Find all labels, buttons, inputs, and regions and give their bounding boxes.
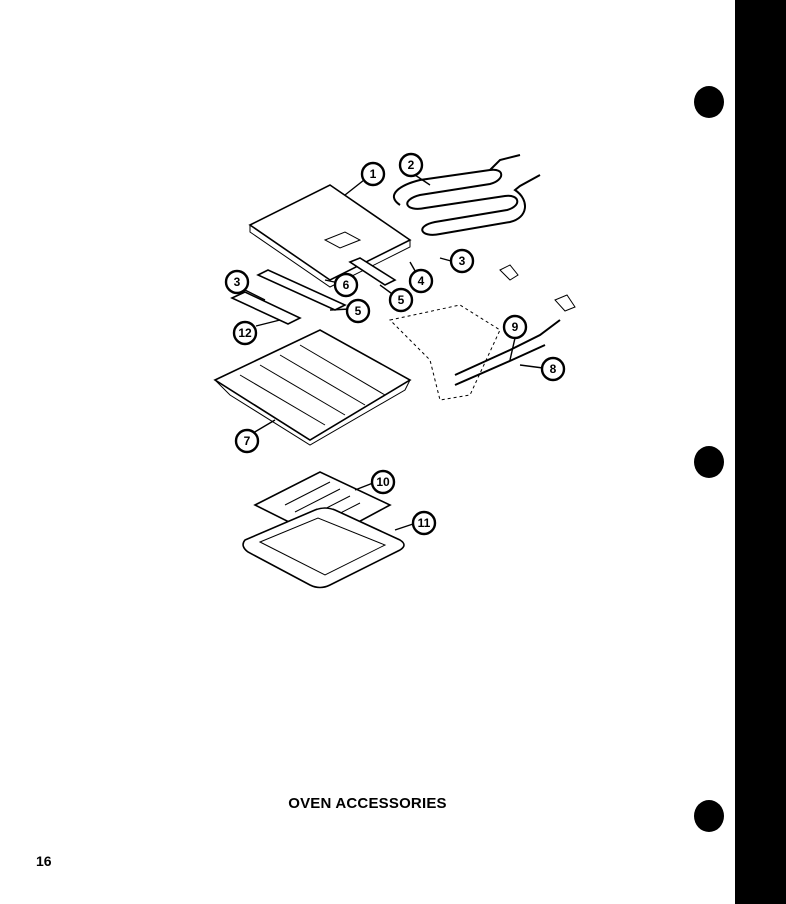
svg-text:2: 2 [408, 158, 415, 172]
callout-8: 8 [540, 356, 566, 382]
part-broiler-pan [242, 507, 405, 589]
svg-text:11: 11 [418, 516, 431, 530]
diagram-caption: OVEN ACCESSORIES [288, 795, 447, 812]
svg-text:3: 3 [234, 275, 241, 289]
exploded-parts-diagram: 1 2 3 3 4 5 5 6 7 8 9 10 11 12 [213, 152, 576, 589]
callout-5: 5 [388, 287, 414, 313]
punch-hole-middle [694, 446, 724, 478]
callout-6: 6 [333, 272, 359, 298]
callout-3: 3 [224, 269, 250, 295]
svg-text:6: 6 [343, 278, 350, 292]
svg-text:8: 8 [550, 362, 557, 376]
callout-9: 9 [502, 314, 528, 340]
leader-lines [244, 174, 544, 531]
binding-strip [735, 0, 786, 904]
callout-3: 3 [449, 248, 475, 274]
callout-12: 12 [232, 320, 258, 346]
callout-4: 4 [408, 268, 434, 294]
svg-text:7: 7 [244, 434, 251, 448]
svg-text:5: 5 [355, 304, 362, 318]
callout-1: 1 [360, 161, 386, 187]
svg-text:12: 12 [238, 326, 252, 340]
page-number: 16 [36, 853, 52, 869]
punch-hole-bottom [694, 800, 724, 832]
punch-hole-top [694, 86, 724, 118]
svg-text:10: 10 [376, 475, 390, 489]
callout-10: 10 [370, 469, 396, 495]
part-bake-element [388, 264, 576, 401]
part-oven-bottom [213, 329, 412, 446]
svg-text:4: 4 [418, 274, 425, 288]
part-broil-element [392, 154, 541, 236]
svg-text:1: 1 [370, 167, 377, 181]
part-side-rails [230, 257, 397, 325]
part-top-panel [248, 184, 412, 288]
callout-11: 11 [411, 510, 437, 536]
callout-7: 7 [234, 428, 260, 454]
callout-5: 5 [345, 298, 371, 324]
svg-text:3: 3 [459, 254, 466, 268]
callout-2: 2 [398, 152, 424, 178]
svg-text:9: 9 [512, 320, 519, 334]
svg-text:5: 5 [398, 293, 405, 307]
